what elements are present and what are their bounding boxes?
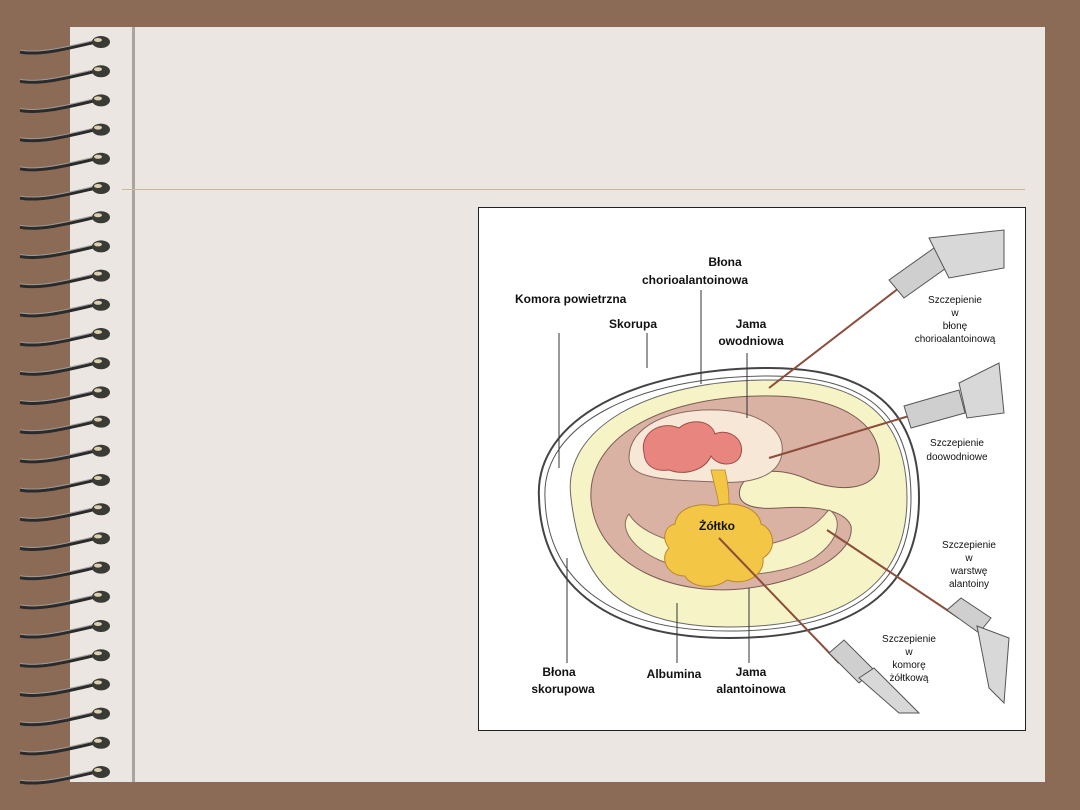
label-blona-chorio-2: chorioalantoinowa bbox=[642, 273, 748, 287]
injection-label-yolk: Szczepienie w komorę żółtkową bbox=[882, 634, 936, 684]
spiral-ring bbox=[19, 357, 110, 376]
embryo bbox=[642, 421, 743, 473]
spiral-ring bbox=[19, 474, 110, 493]
injection-label-amniotic: Szczepienie doowodniowe bbox=[926, 438, 988, 463]
egg-inoculation-diagram: Błona chorioalantoinowa Komora powietrzn… bbox=[478, 207, 1026, 731]
injection-label-chorioallantoic: Szczepienie w błonę chorioalantoinową bbox=[915, 295, 996, 345]
label-albumina: Albumina bbox=[647, 667, 702, 681]
label-blona-chorio-1: Błona bbox=[708, 255, 742, 269]
inj-chorio-1: Szczepienie bbox=[928, 295, 982, 306]
inj-amnio-2: doowodniowe bbox=[926, 452, 988, 463]
injection-label-allantoic: Szczepienie w warstwę alantoiny bbox=[942, 540, 996, 590]
spiral-ring bbox=[19, 649, 110, 668]
spiral-ring bbox=[19, 182, 110, 201]
spiral-ring bbox=[19, 152, 110, 172]
inj-allan-3: warstwę bbox=[950, 566, 988, 577]
label-blona-skorupowa-2: skorupowa bbox=[531, 682, 595, 696]
inj-yolk-1: Szczepienie bbox=[882, 634, 936, 645]
margin-line bbox=[132, 27, 135, 782]
label-jama-alantoinowa-1: Jama bbox=[736, 665, 767, 679]
spiral-ring bbox=[19, 36, 110, 55]
spiral-ring bbox=[19, 65, 110, 84]
spiral-binding bbox=[19, 36, 110, 785]
inj-allan-4: alantoiny bbox=[949, 579, 989, 590]
spiral-ring bbox=[19, 503, 110, 522]
shell-membrane bbox=[544, 375, 912, 632]
spiral-ring bbox=[19, 269, 110, 289]
spiral-ring bbox=[19, 590, 110, 610]
spiral-ring bbox=[19, 678, 110, 697]
spiral-ring bbox=[19, 240, 110, 259]
label-jama-owodniowa-1: Jama bbox=[736, 317, 767, 331]
spiral-ring bbox=[19, 123, 110, 143]
spiral-ring bbox=[19, 561, 110, 581]
spiral-ring bbox=[19, 386, 110, 405]
spiral-ring bbox=[19, 532, 110, 551]
spiral-ring bbox=[19, 211, 110, 230]
spiral-ring bbox=[19, 444, 110, 464]
needle-allantoic bbox=[826, 529, 1010, 705]
spiral-ring bbox=[19, 707, 110, 727]
spiral-ring bbox=[19, 328, 110, 347]
yolk bbox=[664, 503, 773, 587]
spiral-ring bbox=[19, 766, 110, 785]
spiral-ring bbox=[19, 736, 110, 756]
inj-amnio-1: Szczepienie bbox=[930, 438, 984, 449]
inj-yolk-4: żółtkową bbox=[890, 673, 929, 684]
inj-chorio-4: chorioalantoinową bbox=[915, 334, 996, 345]
needle-yolk bbox=[718, 537, 921, 714]
leader-lines bbox=[558, 290, 750, 663]
inj-allan-2: w bbox=[964, 553, 973, 564]
spiral-ring bbox=[19, 298, 110, 318]
label-komora-powietrzna: Komora powietrzna bbox=[515, 292, 627, 306]
needle-amniotic bbox=[768, 362, 1005, 459]
spiral-ring bbox=[19, 620, 110, 639]
title-divider bbox=[122, 189, 1025, 190]
label-jama-owodniowa-2: owodniowa bbox=[718, 334, 784, 348]
diagram-canvas: Błona chorioalantoinowa Komora powietrzn… bbox=[515, 229, 1010, 714]
inj-allan-1: Szczepienie bbox=[942, 540, 996, 551]
label-jama-alantoinowa-2: alantoinowa bbox=[716, 682, 786, 696]
label-blona-skorupowa-1: Błona bbox=[542, 665, 576, 679]
inj-chorio-2: w bbox=[950, 308, 959, 319]
inj-yolk-2: w bbox=[904, 647, 913, 658]
inj-chorio-3: błonę bbox=[943, 321, 968, 332]
inj-yolk-3: komorę bbox=[892, 660, 926, 671]
label-skorupa: Skorupa bbox=[609, 317, 657, 331]
spiral-ring bbox=[19, 94, 110, 113]
needle-chorioallantoic bbox=[768, 229, 1005, 389]
label-zoltko: Żółtko bbox=[699, 518, 735, 533]
spiral-ring bbox=[19, 415, 110, 435]
